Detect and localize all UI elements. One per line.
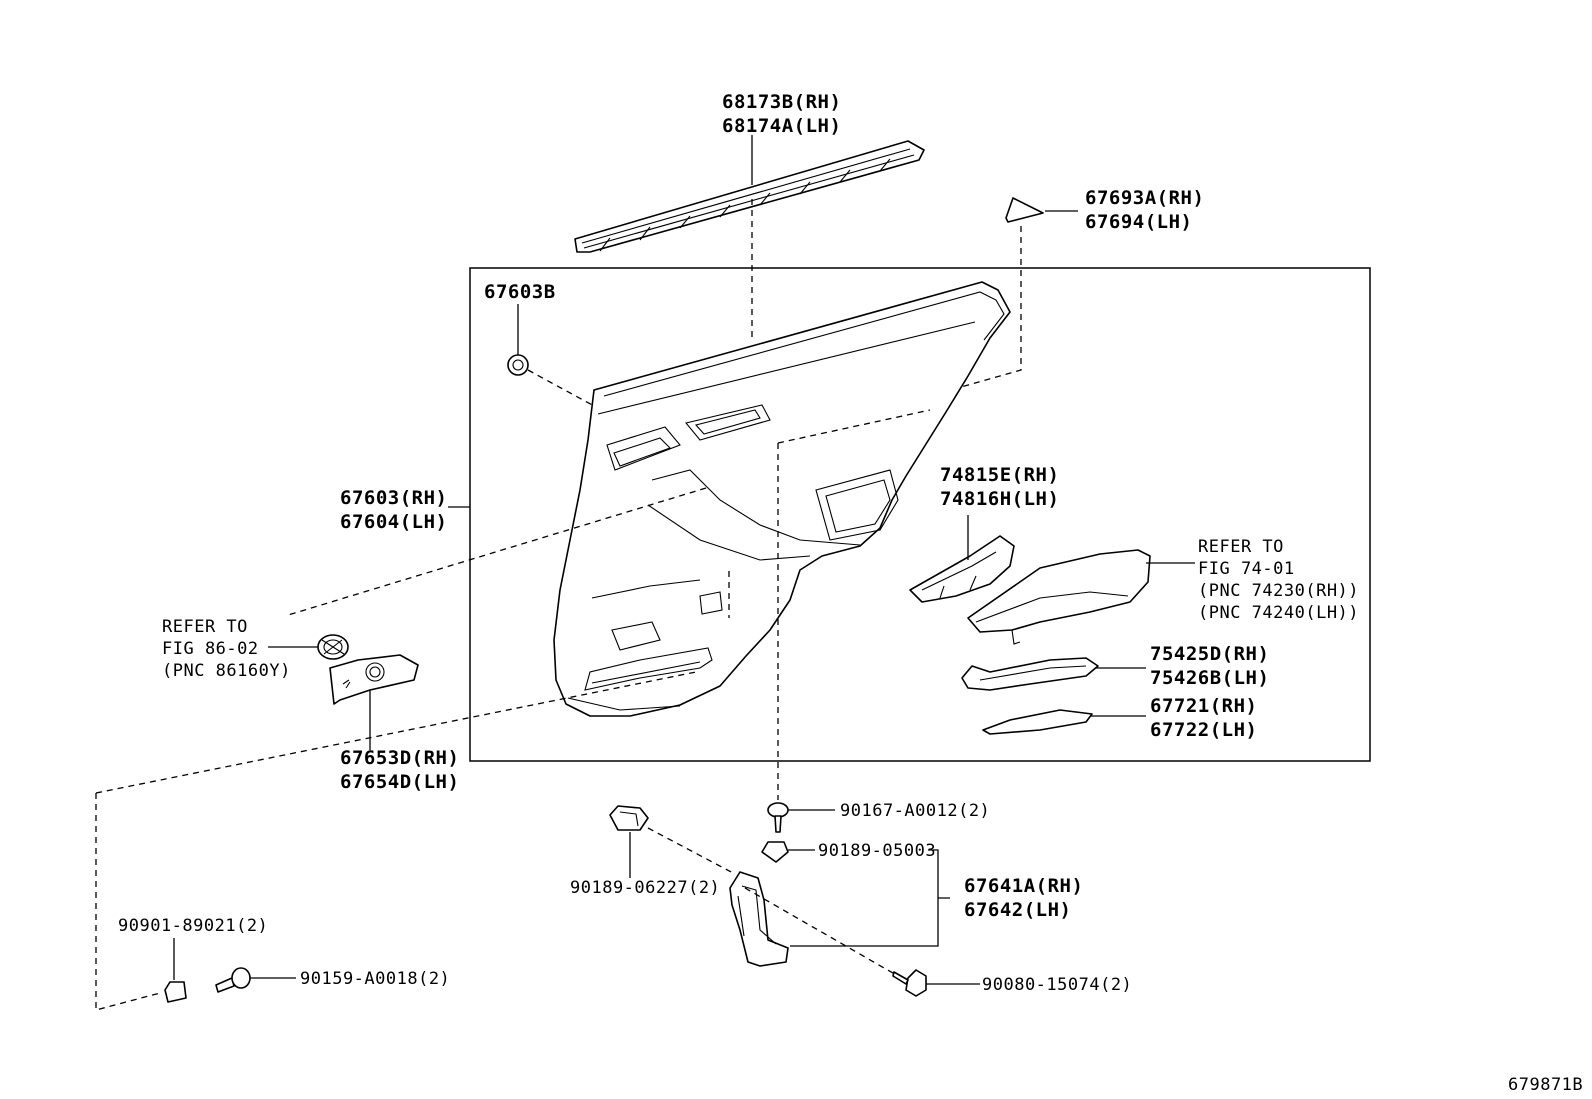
label-moulding-rh: 75425D(RH) [1150,643,1269,665]
inside-handle-bezel-part[interactable] [909,535,1015,603]
door-trim-panel[interactable] [553,281,1011,717]
nut-90901-part[interactable] [164,981,187,1003]
clip-90189-06227-part[interactable] [609,805,649,831]
label-armrest-ref-2: FIG 74-01 [1198,559,1295,579]
label-weatherstrip-lh: 68174A(LH) [722,115,841,137]
clip-67603b-dashed-guide [527,369,595,407]
label-bezel-lh: 74816H(LH) [940,488,1059,510]
label-bezel-rh: 74815E(RH) [940,464,1059,486]
armrest-part[interactable] [967,549,1151,645]
assembly-frame [469,267,1371,762]
label-nut-90901: 90901-89021(2) [118,916,268,936]
clip-67603b-part[interactable] [507,354,529,376]
bolt-90080-part[interactable] [892,969,927,997]
label-moulding-lh: 75426B(LH) [1150,667,1269,689]
bolt-dashed-guide [744,887,906,981]
label-speaker-ref-1: REFER TO [162,617,248,637]
screw-90159-part[interactable] [215,967,251,993]
armrest-moulding-part[interactable] [961,657,1099,691]
label-cover-rh: 67693A(RH) [1085,187,1204,209]
label-bolt-90080: 90080-15074(2) [982,975,1132,995]
label-clip-90189-06227: 90189-06227(2) [570,878,720,898]
label-screw-90167: 90167-A0012(2) [840,801,990,821]
label-speaker-ref-3: (PNC 86160Y) [162,661,291,681]
label-panel-rh: 67603(RH) [340,487,447,509]
label-armrest-ref-3: (PNC 74230(RH)) [1198,581,1359,601]
armrest-pad-part[interactable] [982,709,1093,735]
label-grille-rh: 67653D(RH) [340,747,459,769]
label-cover-lh: 67694(LH) [1085,211,1192,233]
corner-cover-part[interactable] [1005,197,1044,223]
label-clip-90189-05003: 90189-05003 [818,841,936,861]
bottom-long-dashed-guide [95,671,697,794]
speaker-part[interactable] [317,634,349,660]
corner-cover-dashed-guide [900,226,1022,405]
left-vertical-dashed-guide [95,793,161,1011]
speaker-grille-part[interactable] [329,654,419,705]
label-armrest-ref-1: REFER TO [1198,537,1284,557]
label-clip-67603b: 67603B [484,281,556,303]
screw-90167-part[interactable] [767,802,789,833]
label-screw-90159: 90159-A0018(2) [300,969,450,989]
clip-06227-dashed-guide [647,827,736,875]
label-bracket-rh: 67641A(RH) [964,875,1083,897]
label-grille-lh: 67654D(LH) [340,771,459,793]
door-lower-dashed-guide [284,487,707,617]
figure-id: 679871B [1508,1075,1583,1095]
label-weatherstrip-rh: 68173B(RH) [722,91,841,113]
label-speaker-ref-2: FIG 86-02 [162,639,259,659]
center-top-dashed-guide [777,409,931,444]
label-pad-rh: 67721(RH) [1150,695,1257,717]
label-pad-lh: 67722(LH) [1150,719,1257,741]
weatherstrip-part[interactable] [574,140,925,253]
bracket-part[interactable] [729,871,789,967]
clip-90189-05003-part[interactable] [761,841,789,863]
label-bracket-lh: 67642(LH) [964,899,1071,921]
label-armrest-ref-4: (PNC 74240(LH)) [1198,603,1359,623]
label-panel-lh: 67604(LH) [340,511,447,533]
bracket-group-leader [790,849,950,947]
